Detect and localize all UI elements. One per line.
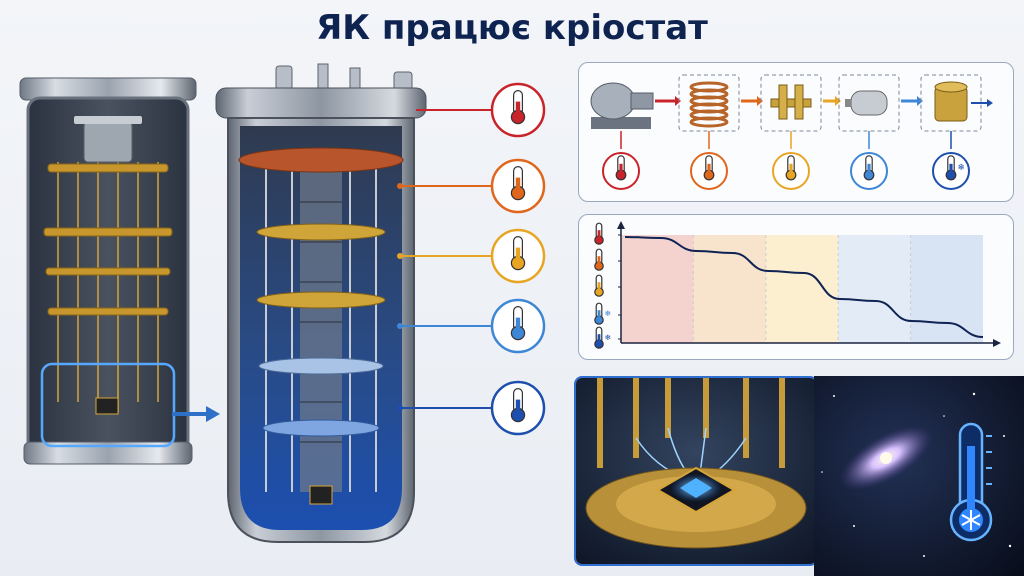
y-thermometer-icon [594, 274, 604, 297]
heat-exchanger-coil-icon [678, 74, 763, 190]
svg-text:❄: ❄ [605, 333, 611, 342]
cold-head-icon [838, 74, 923, 190]
thermometer-medium-icon [490, 228, 546, 284]
page-title: ЯК працює кріостат [316, 8, 708, 48]
svg-text:❄: ❄ [605, 309, 611, 318]
valve-assembly-icon [760, 74, 841, 190]
mixing-chamber-icon: ❄ [920, 74, 993, 190]
space-scene [814, 376, 1024, 576]
chart-zone [621, 235, 694, 343]
process-chain-panel: ❄ [578, 62, 1014, 202]
chip-closeup [574, 376, 818, 566]
y-thermometer-icon: ❄ [594, 302, 611, 325]
y-thermometer-icon: ❄ [594, 326, 611, 349]
compressor-pump-icon [590, 82, 681, 190]
chart-zone [838, 235, 911, 343]
thermometer-hot-icon [490, 82, 546, 138]
cryostat-exterior [14, 72, 214, 472]
temperature-chart-panel: ❄❄ [578, 214, 1014, 360]
zoom-arrow [172, 404, 222, 424]
galaxy-icon [839, 425, 933, 491]
thermometer-cold-icon [490, 380, 546, 436]
thermometer-warm-icon [490, 158, 546, 214]
y-thermometer-icon [594, 222, 604, 245]
svg-text:❄: ❄ [957, 163, 964, 173]
thermometer-snowflake-icon [949, 422, 993, 542]
chart-zone [765, 235, 839, 343]
thermometer-cool-icon [490, 298, 546, 354]
chart-zone [910, 235, 983, 343]
cryostat-cutaway [214, 62, 564, 562]
y-thermometer-icon [594, 248, 604, 271]
